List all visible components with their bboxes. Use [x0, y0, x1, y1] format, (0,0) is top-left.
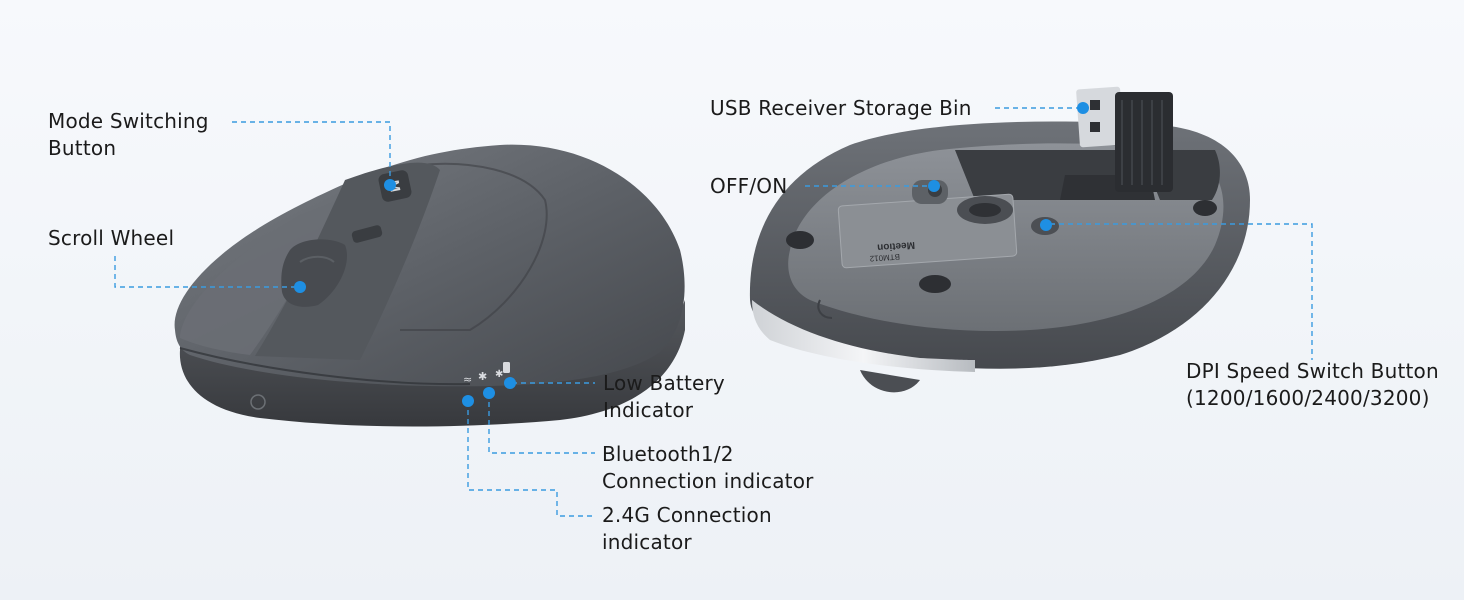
bluetooth2-icon: ✱ [495, 369, 503, 380]
brand-text: Meetion [877, 239, 915, 253]
callout-scroll-wheel-line1: Scroll Wheel [48, 226, 175, 250]
callout-bluetooth-line2: Connection indicator [602, 469, 814, 493]
callout-bluetooth: Bluetooth1/2 Connection indicator [602, 441, 814, 495]
callout-mode-switch-line2: Button [48, 136, 117, 160]
callout-low-battery-line2: Indicator [603, 398, 694, 422]
signal-icon: ≈ [463, 373, 472, 386]
dot-usb-bin [1077, 102, 1089, 114]
left-click-panel [180, 200, 340, 355]
mouse-base [179, 300, 686, 427]
callout-low-battery-line1: Low Battery [603, 371, 725, 395]
callout-off-on: OFF/ON [710, 173, 787, 200]
mouse-bottom-view: Meetion BTM012 [749, 86, 1250, 393]
dot-scroll-wheel [294, 281, 306, 293]
dot-low-battery [504, 377, 516, 389]
callout-24g-line2: indicator [602, 530, 692, 554]
callout-usb-bin-line1: USB Receiver Storage Bin [710, 96, 972, 120]
callout-mode-switch: Mode Switching Button [48, 108, 209, 162]
battery-icon [503, 362, 510, 373]
callout-24g: 2.4G Connection indicator [602, 502, 772, 556]
dot-bluetooth [483, 387, 495, 399]
callout-mode-switch-line1: Mode Switching [48, 109, 209, 133]
callout-low-battery: Low Battery Indicator [603, 370, 725, 424]
model-text: BTM012 [869, 252, 900, 263]
callout-off-on-line1: OFF/ON [710, 174, 788, 198]
callout-usb-bin: USB Receiver Storage Bin [710, 95, 972, 122]
bluetooth-icon: ✱ [478, 370, 487, 383]
callout-scroll-wheel: Scroll Wheel [48, 225, 174, 252]
callout-24g-line1: 2.4G Connection [602, 503, 772, 527]
mouse-top-view: M ≈ ✱ ✱ [174, 144, 686, 427]
leader-lines [114, 107, 1313, 517]
callout-dpi-line1: DPI Speed Switch Button [1186, 359, 1439, 383]
callout-dpi: DPI Speed Switch Button (1200/1600/2400/… [1186, 358, 1439, 412]
dot-dpi [1040, 219, 1052, 231]
dot-mode-switch [384, 179, 396, 191]
dot-off-on [928, 180, 940, 192]
callout-bluetooth-line1: Bluetooth1/2 [602, 442, 734, 466]
callout-dots [294, 102, 1089, 407]
usb-receiver [1076, 86, 1173, 192]
callout-dpi-line2: (1200/1600/2400/3200) [1186, 386, 1430, 410]
dot-24g [462, 395, 474, 407]
